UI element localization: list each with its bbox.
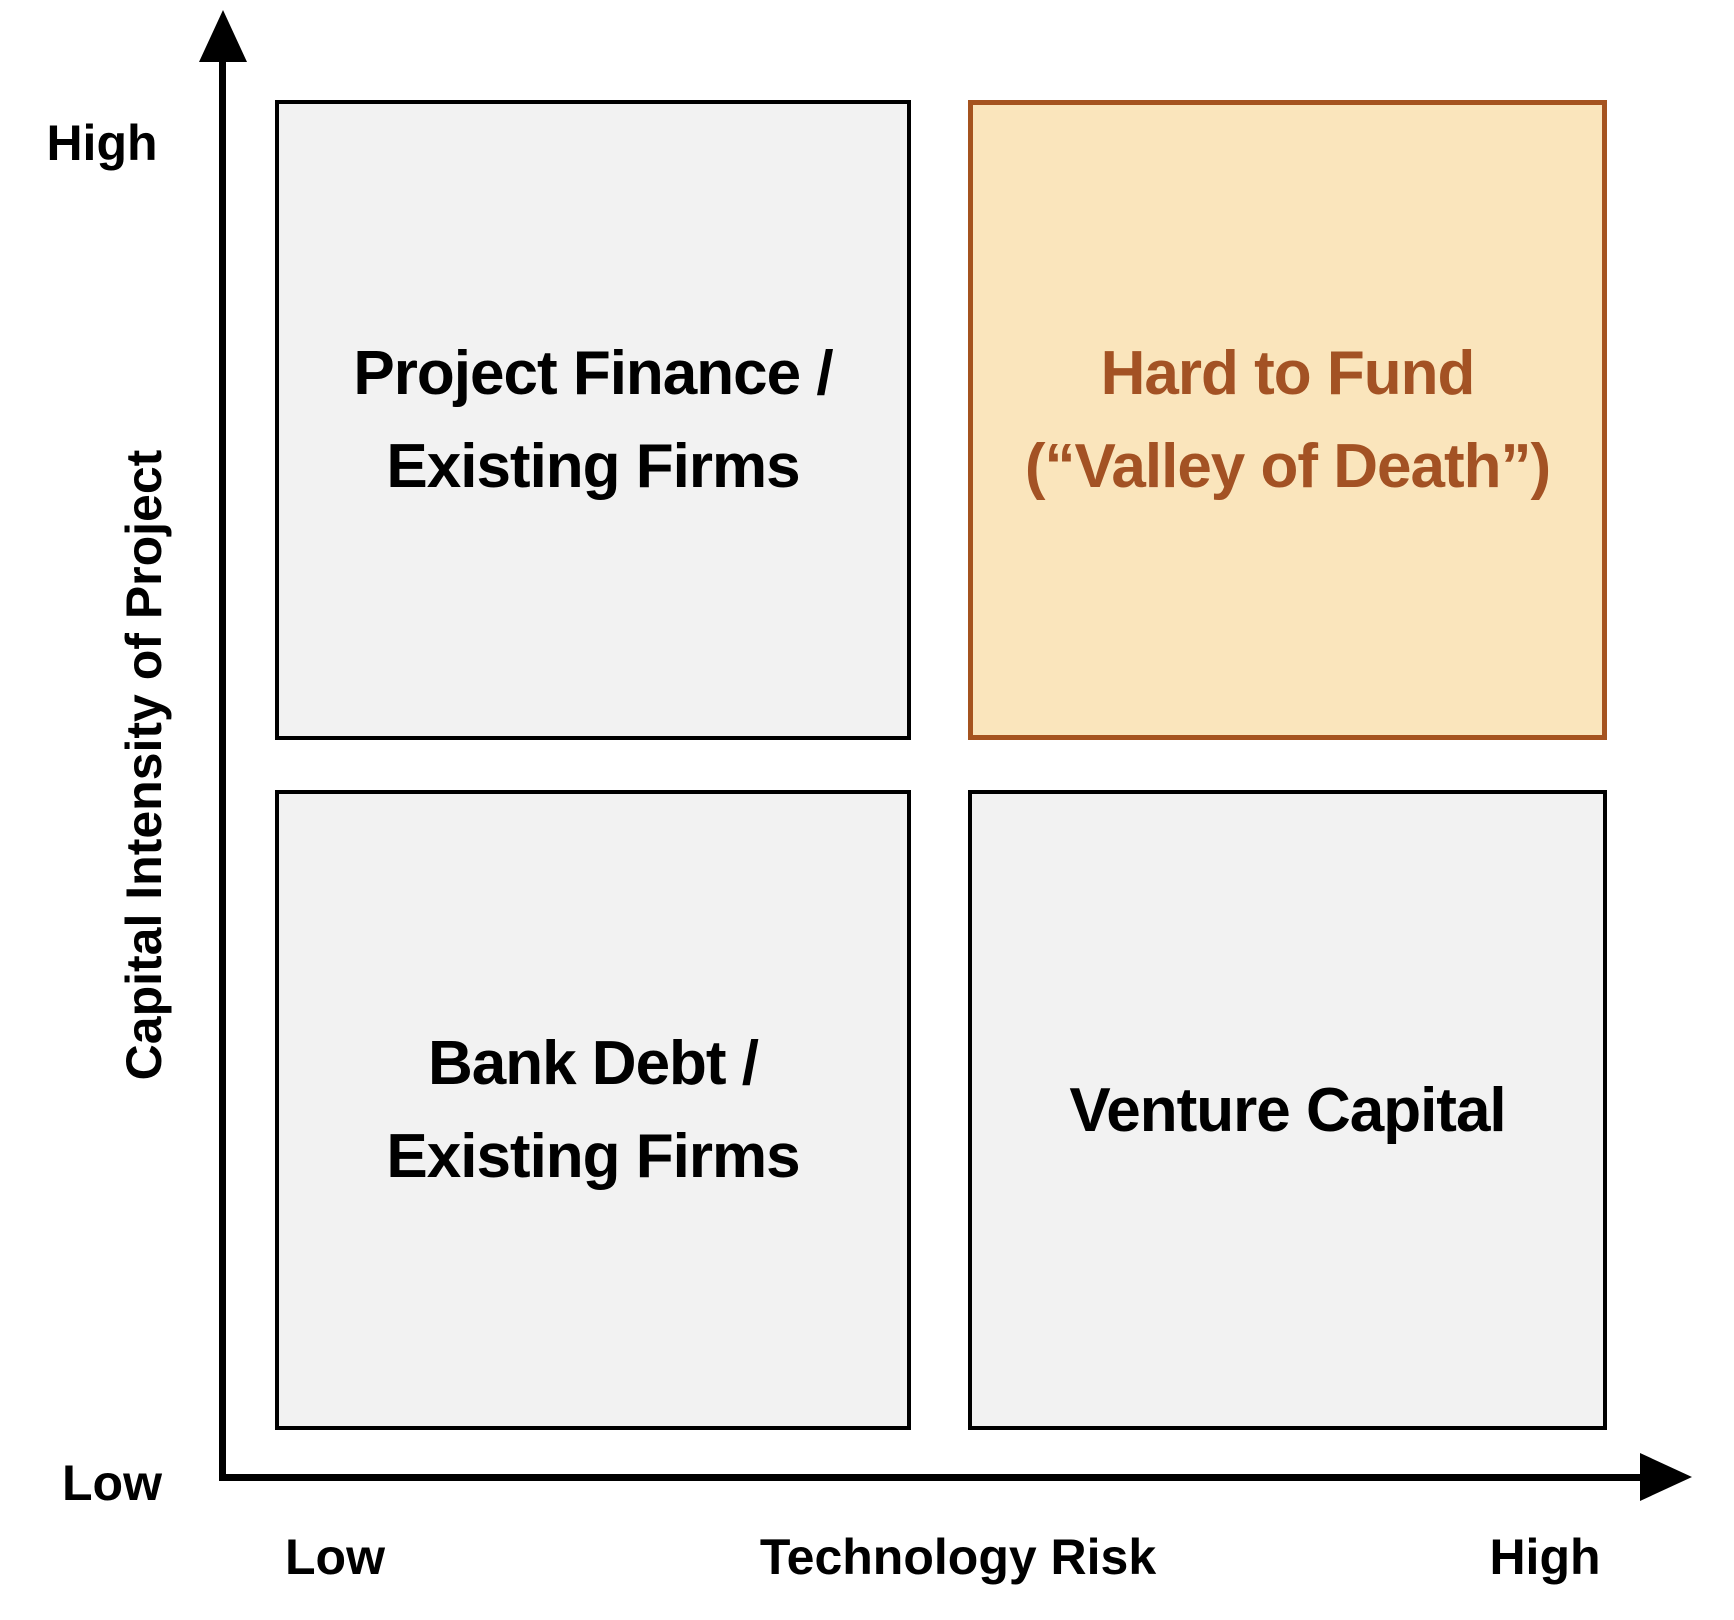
- quadrant-bank-debt: Bank Debt / Existing Firms: [275, 790, 911, 1430]
- y-axis-title: Capital Intensity of Project: [116, 449, 172, 1081]
- y-axis-low-label: Low: [62, 1455, 162, 1511]
- y-axis-high-label: High: [46, 115, 158, 171]
- quadrant-hard-to-fund-label: Hard to Fund (“Valley of Death”): [1024, 339, 1551, 501]
- y-axis-arrowhead-icon: [199, 10, 247, 62]
- y-axis-line: [219, 52, 226, 1481]
- quadrant-venture-capital: Venture Capital: [968, 790, 1607, 1430]
- x-axis-high-label: High: [1489, 1529, 1601, 1585]
- x-axis-title: Technology Risk: [759, 1529, 1157, 1585]
- quadrant-hard-to-fund: Hard to Fund (“Valley of Death”): [968, 100, 1607, 740]
- quadrant-bank-debt-label: Bank Debt / Existing Firms: [386, 1029, 800, 1191]
- quadrant-project-finance: Project Finance / Existing Firms: [275, 100, 911, 740]
- quadrant-venture-capital-label: Venture Capital: [1069, 1075, 1506, 1145]
- x-axis-arrowhead-icon: [1640, 1453, 1692, 1501]
- x-axis-low-label: Low: [285, 1529, 385, 1585]
- quadrant-project-finance-label: Project Finance / Existing Firms: [353, 339, 833, 501]
- x-axis-line: [219, 1474, 1642, 1481]
